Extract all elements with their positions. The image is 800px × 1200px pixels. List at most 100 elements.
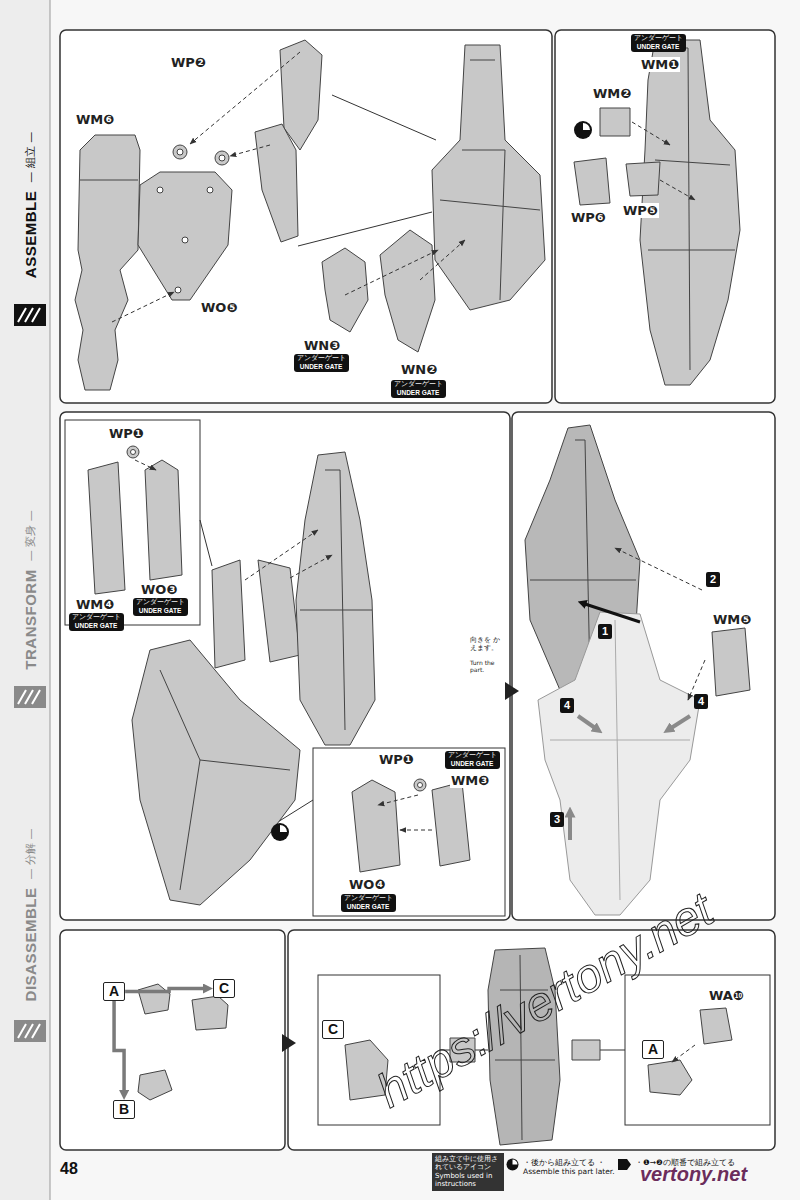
legend-entry: ・後から組み立てる ・Assemble this part later.: [506, 1158, 615, 1177]
part-letter-box: C: [322, 1020, 344, 1039]
legend-entry: ・❶→❷の順番で組み立てる: [618, 1158, 785, 1171]
part-letter: C: [328, 1021, 338, 1037]
part-illustration: [80, 180, 138, 181]
section-title: DISASSEMBLE: [22, 888, 39, 1002]
assembly-arrow: [125, 989, 207, 992]
part-code: WP❻: [570, 210, 607, 225]
sidebar: [18, 308, 40, 322]
legend-sample: [506, 1158, 519, 1171]
part-illustration: [414, 779, 426, 791]
part-letter-box: B: [113, 1100, 135, 1119]
part-illustration: [432, 782, 470, 866]
part-illustration: [157, 187, 163, 193]
part-code: WM❶: [640, 57, 680, 72]
symbols-legend-text: 組み立て中に使用されているアイコン: [435, 1155, 501, 1172]
part-code: WM❷: [592, 86, 632, 101]
part-illustration: [538, 612, 700, 915]
under-gate-text: アンダーゲート: [344, 895, 393, 903]
assemble-later-icon: [583, 123, 590, 130]
assembly-dashed-line: [420, 240, 465, 280]
part-illustration: [182, 237, 188, 243]
under-gate-text: UNDER GATE: [634, 43, 683, 51]
part-illustration: [131, 450, 136, 455]
under-gate-badge: アンダーゲートUNDER GATE: [391, 380, 446, 398]
assembly-dashed-line: [290, 555, 332, 578]
panel-frame: [288, 930, 775, 1150]
assembly-arrow: [114, 1001, 124, 1094]
part-illustration: [380, 230, 435, 352]
turn-note: Turn the part.: [470, 660, 506, 674]
part-code: WO❺: [200, 300, 238, 315]
section-tab: TRANSFORM— 変身 —: [12, 500, 48, 680]
part-illustration: [258, 560, 300, 662]
part-illustration: [212, 560, 245, 668]
panel-frame: [512, 412, 775, 920]
assembly-dashed-line: [672, 1045, 695, 1062]
sidebar: [50, 0, 51, 1200]
part-illustration: [219, 155, 225, 161]
part-code: WP❷: [170, 55, 207, 70]
part-illustration: [600, 108, 630, 136]
panel-frame: [60, 930, 285, 1150]
part-illustration: [138, 984, 170, 1014]
part-code: WO❹: [348, 877, 386, 892]
part-illustration: [145, 460, 182, 580]
step-number: 4: [694, 694, 708, 709]
under-gate-badge: アンダーゲートUNDER GATE: [69, 613, 124, 631]
symbols-legend-box: 組み立て中に使用されているアイコンSymbols used in instruc…: [432, 1153, 504, 1191]
section-title: — 分解 —: [23, 829, 38, 880]
section-title: — 変身 —: [23, 510, 38, 561]
assemble-later-icon: [280, 825, 287, 832]
assembly-dashed-line: [400, 830, 432, 831]
under-gate-text: アンダーゲート: [634, 35, 683, 43]
section-tab: ASSEMBLE— 組立 —: [12, 110, 48, 300]
tab-label-row: TRANSFORM— 変身 —: [22, 510, 39, 669]
zoom-line: [298, 95, 436, 246]
part-illustration: [75, 135, 140, 390]
under-gate-text: UNDER GATE: [344, 903, 393, 911]
part-code: WN❷: [400, 362, 438, 377]
part-illustration: [440, 60, 540, 300]
part-illustration: [207, 187, 213, 193]
step-arrow: [582, 603, 640, 622]
under-gate-text: UNDER GATE: [394, 389, 443, 397]
under-gate-badge: アンダーゲートUNDER GATE: [294, 354, 349, 372]
under-gate-badge: アンダーゲートUNDER GATE: [341, 894, 396, 912]
sidebar: [18, 1024, 40, 1038]
part-letter: B: [119, 1101, 129, 1117]
part-code: WM❹: [75, 597, 115, 612]
page-number: 48: [60, 1160, 78, 1178]
step-arrow: [570, 603, 690, 840]
part-illustration: [192, 996, 228, 1030]
part-code: WM❺: [712, 612, 752, 627]
next-step-triangle: [505, 682, 519, 700]
part-illustration: [175, 287, 181, 293]
step-number: 1: [598, 624, 612, 639]
turn-note: 向きを かえます。: [470, 636, 506, 652]
panel-frame: [60, 412, 510, 920]
under-gate-text: UNDER GATE: [136, 607, 185, 615]
assemble-later-icon: [271, 121, 592, 841]
part-illustration: [300, 470, 372, 730]
under-gate-text: UNDER GATE: [448, 760, 497, 768]
under-gate-text: UNDER GATE: [72, 622, 121, 630]
step-number: 4: [560, 698, 574, 713]
under-gate-badge: アンダーゲートUNDER GATE: [631, 34, 686, 52]
part-illustration: [550, 620, 690, 900]
part-code: WN❸: [303, 338, 341, 353]
watermark: https://vertony.net: [368, 882, 723, 1119]
under-gate-text: アンダーゲート: [297, 355, 346, 363]
part-illustration: [173, 145, 187, 159]
assembly-dashed-line: [245, 530, 318, 580]
part-letter-box: A: [642, 1040, 664, 1059]
part-letter: A: [109, 983, 119, 999]
assembly-dashed-line: [378, 795, 418, 805]
step-number: 2: [706, 572, 720, 587]
part-illustration: [572, 1040, 600, 1060]
legend-sample: [618, 1158, 631, 1171]
part-illustration: [177, 149, 183, 155]
